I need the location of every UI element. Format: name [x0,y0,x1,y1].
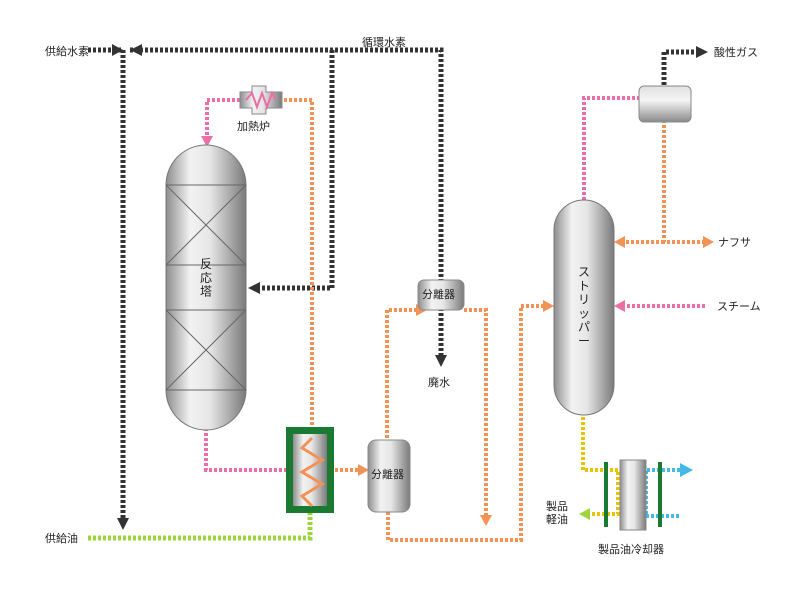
hydrogen-lines [88,47,698,520]
recycle-hydrogen-line [130,47,444,280]
feed-hydrogen-label: 供給水素 [45,44,89,58]
heat-exchanger-coil-icon [299,436,325,508]
exchanger-to-heater-line [282,98,314,430]
to-stripper-arrow-icon [543,300,554,312]
cooling-water-lines [644,468,680,518]
separator-bottom-body [367,439,411,513]
reactor-body [165,144,247,431]
acid-gas-drum [638,85,692,123]
reactor-catalyst-bed-icon [165,184,247,391]
cooling-water-line [644,468,680,518]
heat-exchanger-body [293,434,327,506]
reactor-bottom-line [204,428,288,472]
waste-water-arrow-icon [435,355,447,367]
acid-gas-arrow-icon [696,46,708,58]
heater-coil-icon [245,90,277,110]
product-oil-cooler-label: 製品油冷却器 [598,542,664,556]
feed-oil-label: 供給油 [45,531,78,545]
feed-hydrogen-arrow-icon [112,44,123,56]
acid-gas-drum-body [638,85,692,123]
recycle-hydrogen-arrow-icon [130,44,142,56]
light-oil-arrow-icon [579,508,590,520]
stripper-overhead-line [582,96,640,205]
product-oil-cooler [604,459,662,531]
reactor-label: 反応塔 [200,257,212,299]
separator-to-separator-line [385,308,418,488]
recycle-hydrogen-label: 循環水素 [362,36,406,49]
separator-bottom-to-stripper-line [386,304,545,542]
steam-arrow-icon [614,300,625,312]
separator-bottom-label: 分離器 [371,467,404,481]
separator-top-body [417,279,465,311]
naphtha-reflux-arrow-icon [614,236,625,248]
hydrogen-down-arrow-icon [117,518,129,530]
separator-top-outlet-line [464,308,488,520]
to-separator-arrow-icon [358,464,369,476]
product-lines [581,412,620,516]
heater-to-reactor-line [205,98,240,138]
stripper-body [553,199,615,416]
heater-to-reactor-arrow-icon [201,136,213,147]
acid-gas-line [661,49,698,90]
arrowheads [112,44,714,530]
process-lines [282,98,705,542]
separator-bottom [367,439,411,513]
separator-top [417,279,465,311]
heater [239,85,283,115]
acid-gas-label: 酸性ガス [714,45,758,59]
naphtha-out-arrow-icon [703,236,714,248]
recycle-to-reactor-line [258,50,335,291]
heater-label: 加熱炉 [237,120,270,133]
labels: 供給水素 循環水素 加熱炉 分離器 分離器 廃水 供給油 酸性ガス ナフサ スチ… [45,36,761,556]
hot-lines [204,96,705,472]
steam-label: スチーム [717,300,761,313]
separator-top-label: 分離器 [422,287,455,301]
stripper-bottom-line [581,412,620,516]
feed-oil-line [88,512,313,541]
reactor [165,144,247,431]
naphtha-label: ナフサ [718,236,751,249]
separator-outlet-down-arrow-icon [480,515,492,526]
waste-water-label: 廃水 [428,375,450,389]
feed-oil-lines [88,512,313,541]
stripper [553,199,615,416]
naphtha-line [662,120,705,244]
product-oil-cooler-body [619,459,647,531]
heat-exchanger [286,427,334,513]
stripper-label: ストリッパー [578,265,590,348]
product-light-oil-label: 製品軽油 [546,499,568,526]
recycle-to-reactor-arrow-icon [248,282,260,294]
cooling-water-out-arrow-icon [680,463,693,477]
